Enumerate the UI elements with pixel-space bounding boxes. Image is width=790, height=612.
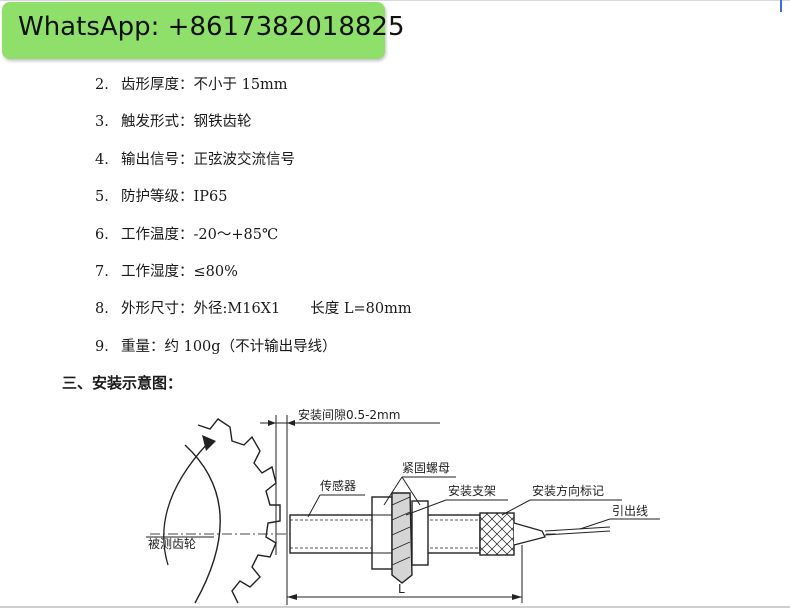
bracket-hatch (391, 541, 411, 551)
gear-rim-arc (184, 444, 221, 604)
spec-label: 触发形式： (121, 114, 194, 130)
spec-label: 输出信号： (121, 152, 194, 168)
length-arrow-right (512, 594, 522, 600)
length-label: L (398, 582, 405, 596)
section-heading-installation: 三、安装示意图： (62, 374, 183, 392)
spec-number: 4. (95, 152, 109, 168)
rotation-arrow-arc (163, 442, 209, 566)
spec-value: 外径:M16X1 (193, 301, 281, 317)
gear-teeth-outline (197, 418, 281, 604)
spec-item-output-signal: 4. 输出信号：正弦波交流信号 (95, 148, 295, 169)
nut-leader (401, 476, 421, 506)
rotation-arrow-head (202, 435, 216, 451)
gap-arrow-left (268, 420, 276, 426)
mounting-bracket[interactable] (391, 492, 413, 584)
lead-wire-label: 引出线 (612, 504, 648, 518)
spec-item-operating-humidity: 7. 工作湿度：≤80% (95, 260, 238, 281)
spec-item-dimensions: 8. 外形尺寸：外径:M16X1 长度 L=80mm (95, 297, 412, 318)
installation-diagram: 安装间隙0.5-2mm (140, 405, 675, 605)
spec-item-trigger-type: 3. 触发形式：钢铁齿轮 (95, 110, 252, 131)
spec-value: 钢铁齿轮 (193, 114, 252, 130)
spec-number: 9. (95, 339, 109, 355)
top-border (0, 0, 790, 1)
length-arrow-left (287, 594, 297, 600)
fastening-nut[interactable] (371, 496, 393, 570)
sensor-label: 传感器 (320, 478, 356, 493)
sensor-leader (307, 494, 321, 518)
spec-value: IP65 (193, 189, 228, 205)
scrollbar-marker[interactable] (780, 0, 782, 12)
gear-label: 被测齿轮 (148, 537, 196, 551)
spec-item-operating-temperature: 6. 工作温度：-20～+85℃ (95, 223, 278, 244)
spec-value: -20～+85℃ (193, 227, 279, 243)
nut-leader (383, 476, 403, 506)
bottom-border (0, 606, 790, 608)
gap-label: 安装间隙0.5-2mm (298, 407, 400, 422)
spec-number: 2. (95, 77, 109, 93)
bracket-hatch (391, 511, 411, 521)
spec-value: 约 100g（不计输出导线） (164, 339, 337, 355)
fastening-nut-rear[interactable] (411, 500, 429, 566)
spec-number: 6. (95, 227, 109, 243)
whatsapp-banner[interactable]: WhatsApp: +8617382018825 (2, 2, 405, 59)
spec-item-weight: 9. 重量：约 100g（不计输出导线） (95, 335, 337, 356)
spec-item-tooth-thickness: 2. 齿形厚度：不小于 15mm (95, 73, 288, 94)
spec-label: 防护等级： (121, 189, 194, 205)
spec-label: 外形尺寸： (121, 301, 194, 317)
knurl-pattern (479, 512, 515, 556)
spec-value: 正弦波交流信号 (193, 152, 296, 168)
spec-item-protection-rating: 5. 防护等级：IP65 (95, 185, 227, 206)
bracket-hatch (391, 556, 411, 566)
direction-leader (501, 499, 531, 516)
output-cable[interactable] (513, 522, 546, 546)
spec-number: 8. (95, 301, 109, 317)
spec-label: 工作温度： (121, 227, 194, 243)
spec-label: 工作湿度： (121, 264, 194, 280)
direction-mark-label: 安装方向标记 (532, 483, 604, 498)
whatsapp-contact-text: WhatsApp: +8617382018825 (18, 12, 405, 42)
bracket-hatch (391, 496, 411, 506)
gap-arrow-right (287, 420, 295, 426)
nut-label: 紧固螺母 (402, 461, 450, 475)
spec-value: ≤80% (193, 264, 238, 280)
spec-extra-value: 长度 L=80mm (310, 301, 412, 317)
spec-number: 3. (95, 114, 109, 130)
output-lead-wire (544, 530, 611, 536)
spec-label: 重量： (121, 339, 165, 355)
bracket-hatch (391, 526, 411, 536)
spec-label: 齿形厚度： (121, 77, 194, 93)
bracket-label: 安装支架 (448, 483, 496, 498)
lead-leader (579, 518, 611, 530)
spec-value: 不小于 15mm (193, 77, 288, 93)
spec-number: 5. (95, 189, 109, 205)
spec-number: 7. (95, 264, 109, 280)
bracket-leader (405, 499, 447, 516)
output-lead-wire (544, 526, 611, 532)
